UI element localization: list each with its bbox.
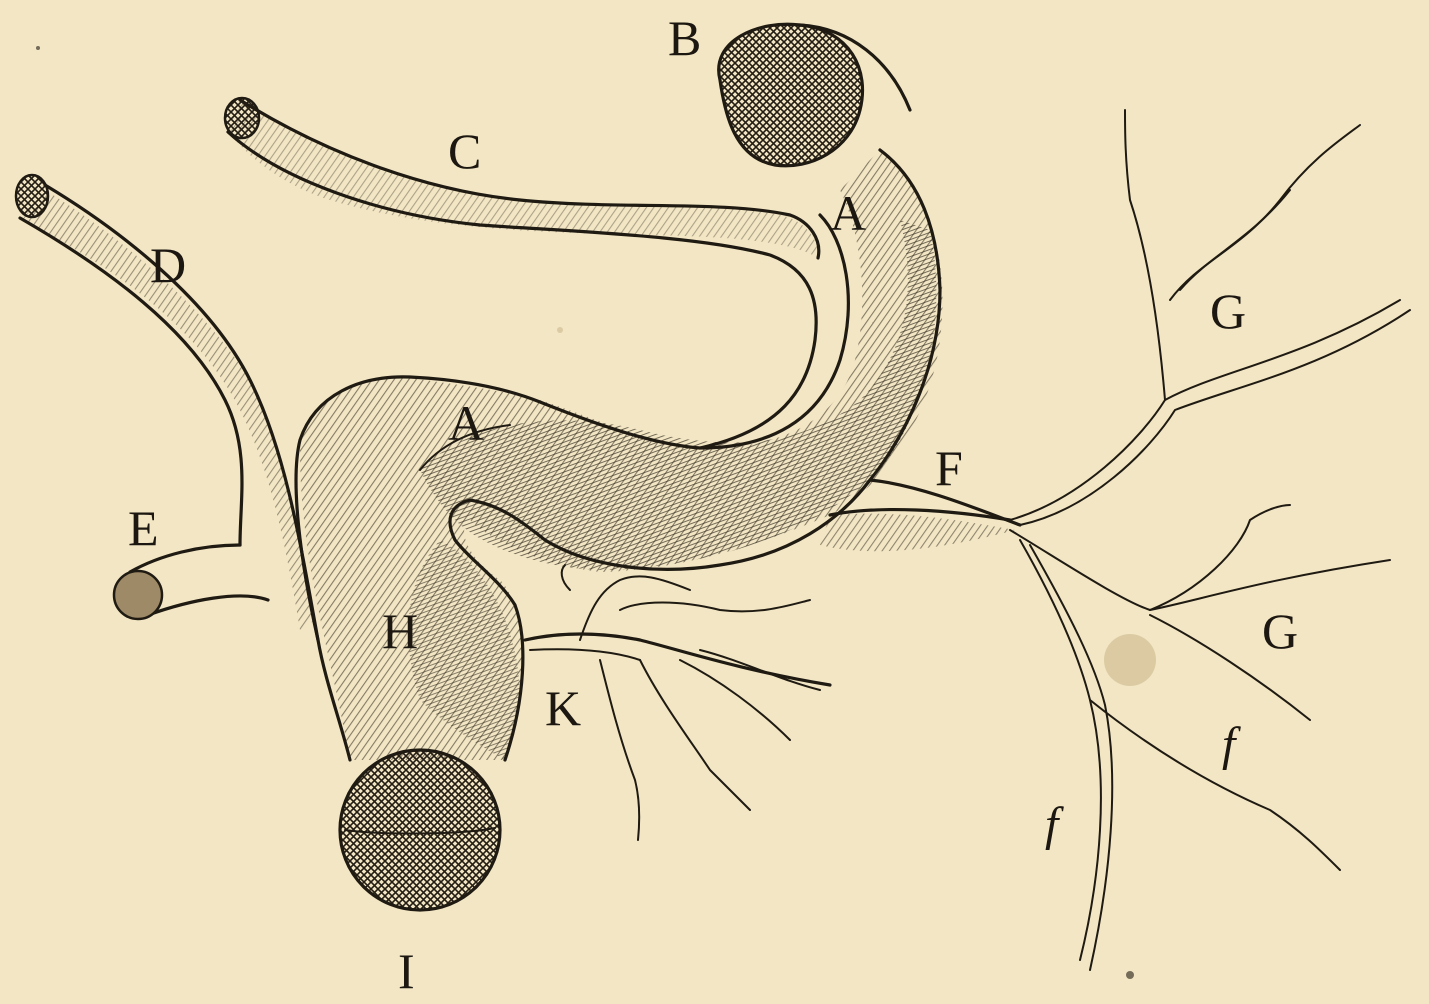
label-E: E bbox=[128, 500, 159, 556]
label-B: B bbox=[668, 10, 701, 66]
main-vein-trunk bbox=[296, 150, 942, 760]
label-I: I bbox=[398, 943, 415, 999]
label-D: D bbox=[150, 237, 186, 293]
vessel-B-sac bbox=[719, 24, 910, 166]
label-A-mid: A bbox=[448, 395, 484, 451]
vessel-E-stub bbox=[114, 545, 268, 619]
label-f-right: f bbox=[1222, 718, 1241, 771]
label-A-top: A bbox=[830, 185, 866, 241]
label-F: F bbox=[935, 440, 963, 496]
label-C: C bbox=[448, 123, 481, 179]
label-G-top: G bbox=[1210, 283, 1246, 339]
vessel-I-cut-end bbox=[340, 750, 500, 910]
label-K: K bbox=[545, 680, 581, 736]
label-f-low: f bbox=[1045, 798, 1064, 851]
label-G-low: G bbox=[1262, 603, 1298, 659]
label-H: H bbox=[382, 603, 418, 659]
